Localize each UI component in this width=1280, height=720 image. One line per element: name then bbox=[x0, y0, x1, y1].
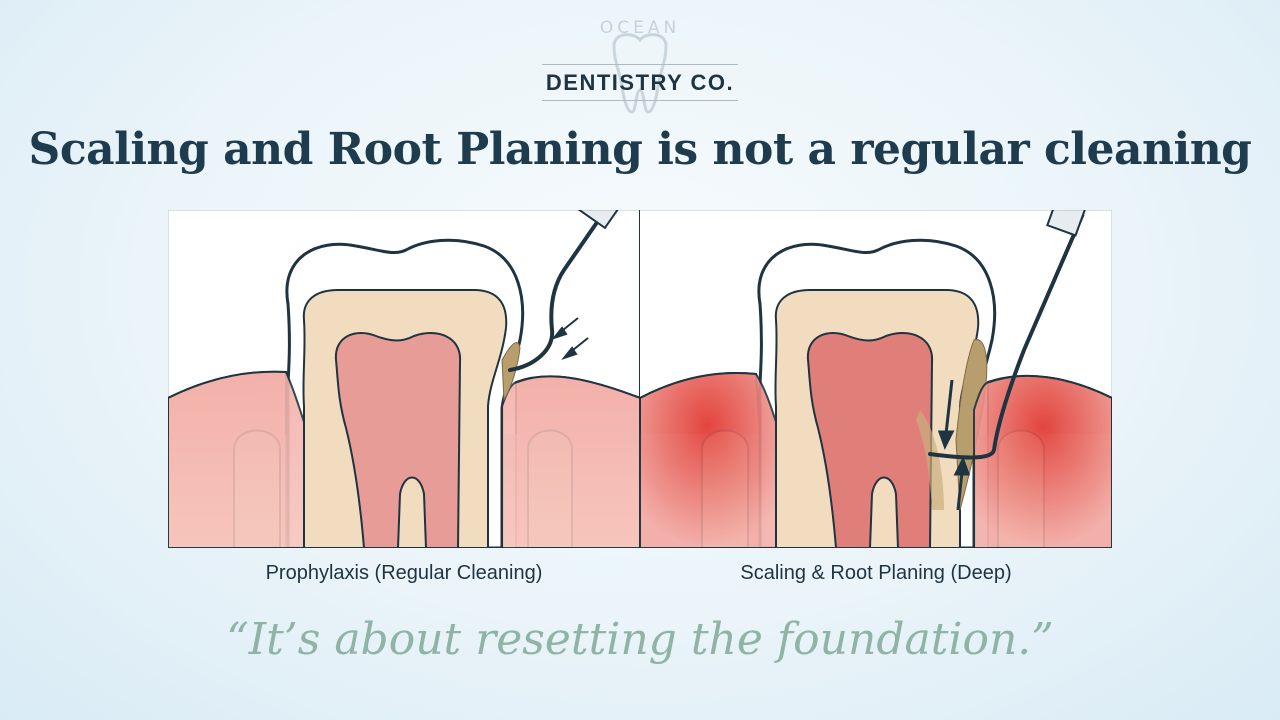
scaler-instrument-left bbox=[508, 210, 603, 372]
brand-name: DENTISTRY CO. bbox=[545, 70, 735, 95]
scaler-instrument-right bbox=[928, 210, 1085, 460]
brand-logo: OCEAN DENTISTRY CO. bbox=[520, 14, 760, 114]
motion-arrows-right bbox=[937, 379, 971, 511]
brand-rule-bottom bbox=[542, 100, 738, 101]
headline: Scaling and Root Planing is not a regula… bbox=[28, 124, 1252, 175]
gum-left-front bbox=[168, 370, 305, 548]
motion-arrows-left bbox=[551, 317, 589, 361]
caption-prophylaxis: Prophylaxis (Regular Cleaning) bbox=[265, 562, 543, 584]
tooth-logo-icon bbox=[612, 33, 668, 114]
scaler-handle-left bbox=[570, 210, 630, 230]
scaler-handle-right bbox=[1046, 210, 1096, 237]
calculus-right-root bbox=[916, 410, 944, 510]
brand-small-text: OCEAN bbox=[599, 18, 681, 38]
brand-rule-top bbox=[542, 64, 738, 65]
gum-right-front bbox=[640, 372, 777, 548]
tooth-right-pulp bbox=[806, 332, 934, 548]
gum-right-back bbox=[973, 374, 1112, 548]
tooth-left-pulp bbox=[334, 332, 462, 548]
prophylaxis-panel bbox=[168, 210, 640, 548]
comparison-diagram bbox=[168, 210, 1112, 548]
srp-panel bbox=[640, 210, 1112, 548]
gum-left-back bbox=[501, 375, 640, 548]
quote: “It’s about resetting the foundation.” bbox=[226, 614, 1054, 665]
caption-scaling-root-planing: Scaling & Root Planing (Deep) bbox=[740, 562, 1012, 584]
